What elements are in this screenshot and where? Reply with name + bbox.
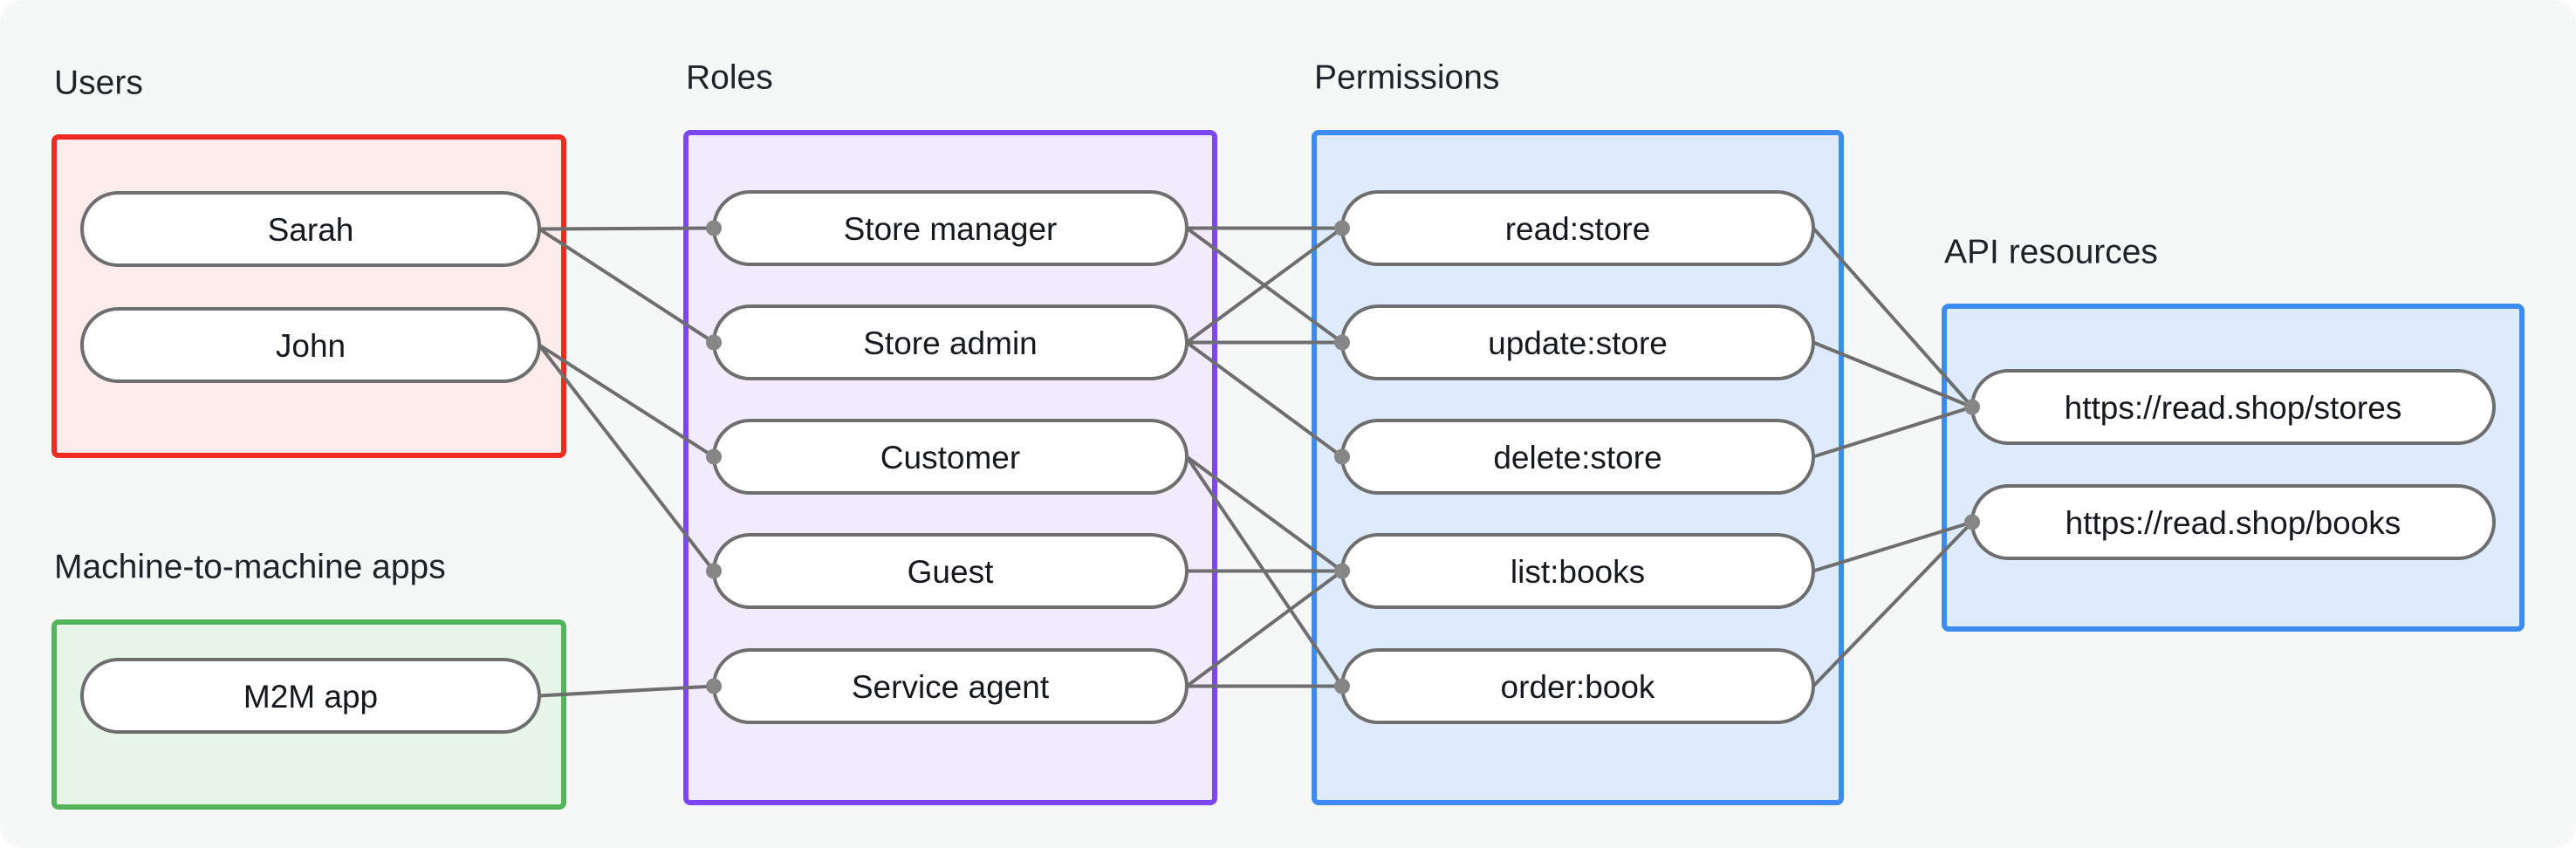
edge-john-to-guest <box>538 344 716 572</box>
node-label-m2m_app: M2M app <box>243 679 378 715</box>
edge-service_agent-to-list_books <box>1185 569 1344 688</box>
edge-store_admin-to-delete_store <box>1185 340 1344 459</box>
edge-order_book-to-res_books <box>1812 521 1974 687</box>
edge-endpoint-dot-delete_store <box>1334 448 1350 465</box>
edge-endpoint-dots-layer <box>706 220 1980 694</box>
node-m2m_app[interactable]: M2M app <box>80 658 541 734</box>
node-label-sarah: Sarah <box>268 212 354 248</box>
edge-store_admin-to-read_store <box>1185 226 1344 345</box>
edge-read_store-to-res_stores <box>1812 227 1974 408</box>
node-order_book[interactable]: order:book <box>1340 648 1815 724</box>
node-shape-sarah <box>80 191 541 267</box>
node-label-read_store: read:store <box>1505 211 1651 247</box>
group-container-users <box>51 134 566 458</box>
edge-endpoint-dot-customer <box>706 448 722 465</box>
node-label-delete_store: delete:store <box>1493 440 1661 475</box>
node-update_store[interactable]: update:store <box>1340 304 1815 380</box>
edge-endpoint-dot-service_agent <box>706 678 722 694</box>
node-label-store_manager: Store manager <box>844 211 1058 247</box>
group-title-roles: Roles <box>686 58 773 96</box>
node-label-order_book: order:book <box>1501 669 1655 705</box>
node-list_books[interactable]: list:books <box>1340 533 1815 609</box>
node-shape-john <box>80 307 541 383</box>
edge-list_books-to-res_books <box>1812 520 1973 573</box>
node-shape-m2m_app <box>80 658 541 734</box>
node-store_manager[interactable]: Store manager <box>712 190 1189 266</box>
node-customer[interactable]: Customer <box>712 419 1189 495</box>
edge-endpoint-dot-guest <box>706 563 722 579</box>
node-res_stores[interactable]: https://read.shop/stores <box>1970 369 2496 445</box>
node-guest[interactable]: Guest <box>712 533 1189 609</box>
edge-endpoint-dot-read_store <box>1334 220 1350 236</box>
node-sarah[interactable]: Sarah <box>80 191 541 267</box>
node-john[interactable]: John <box>80 307 541 383</box>
node-label-guest: Guest <box>908 554 994 590</box>
node-label-update_store: update:store <box>1488 325 1668 361</box>
edges-layer <box>538 226 1974 698</box>
node-label-store_admin: Store admin <box>863 325 1038 361</box>
group-title-users: Users <box>54 64 143 101</box>
edge-endpoint-dot-res_stores <box>1964 399 1980 415</box>
group-title-m2m: Machine-to-machine apps <box>54 548 446 585</box>
edge-m2m_app-to-service_agent <box>538 684 715 698</box>
edge-endpoint-dot-order_book <box>1334 678 1350 694</box>
edge-endpoint-dot-res_books <box>1964 514 1980 530</box>
node-label-res_books: https://read.shop/books <box>2066 505 2401 541</box>
node-label-res_stores: https://read.shop/stores <box>2065 390 2402 426</box>
node-res_books[interactable]: https://read.shop/books <box>1970 484 2496 560</box>
edge-endpoint-dot-store_manager <box>706 220 722 236</box>
node-delete_store[interactable]: delete:store <box>1340 419 1815 495</box>
edge-endpoint-dot-update_store <box>1334 334 1350 351</box>
edge-endpoint-dot-store_admin <box>706 334 722 351</box>
group-title-api: API resources <box>1944 233 2158 270</box>
node-store_admin[interactable]: Store admin <box>712 304 1189 380</box>
node-label-john: John <box>276 328 346 364</box>
edge-update_store-to-res_stores <box>1812 340 1973 409</box>
node-label-service_agent: Service agent <box>852 669 1050 705</box>
edge-sarah-to-store_admin <box>538 227 716 345</box>
group-title-permissions: Permissions <box>1314 58 1499 96</box>
node-service_agent[interactable]: Service agent <box>712 648 1189 724</box>
edge-delete_store-to-res_stores <box>1812 405 1973 459</box>
node-label-customer: Customer <box>880 440 1020 475</box>
edge-endpoint-dot-list_books <box>1334 563 1350 579</box>
edge-customer-to-list_books <box>1185 455 1344 573</box>
group-container-api <box>1942 304 2525 632</box>
node-read_store[interactable]: read:store <box>1340 190 1815 266</box>
node-label-list_books: list:books <box>1511 554 1645 590</box>
edge-john-to-customer <box>538 343 716 459</box>
